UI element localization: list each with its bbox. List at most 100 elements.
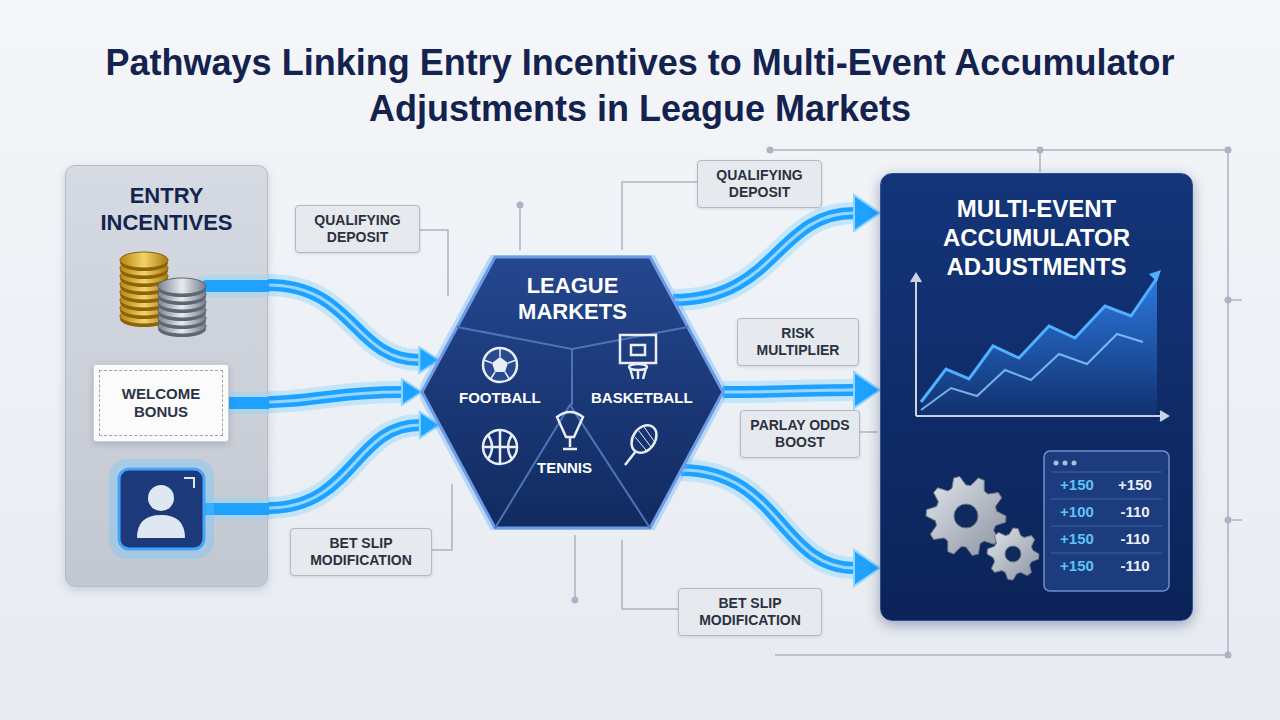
arrow-highlight bbox=[268, 285, 419, 360]
edge-tag: BET SLIP MODIFICATION bbox=[290, 528, 432, 576]
flow-stub bbox=[206, 275, 269, 297]
odds-value: -110 bbox=[1120, 530, 1149, 548]
incentive-panel: ENTRY INCENTIVES WELCOME BONUS bbox=[65, 165, 268, 587]
flow-stub bbox=[229, 397, 269, 409]
basketball-icon bbox=[483, 430, 517, 464]
card-dots bbox=[1054, 461, 1077, 466]
arrow-highlight bbox=[681, 470, 854, 568]
odds-card bbox=[1044, 451, 1169, 591]
user-head bbox=[148, 485, 174, 511]
leader-line bbox=[860, 431, 877, 433]
node-text: TENNIS bbox=[537, 459, 592, 477]
odds-value: -110 bbox=[1120, 503, 1149, 521]
arrow-highlight bbox=[229, 392, 402, 403]
flow-arrow bbox=[673, 195, 880, 300]
arrow-head bbox=[402, 379, 422, 405]
flow-arrow bbox=[681, 470, 880, 586]
hoop-icon bbox=[620, 335, 656, 379]
divider-line bbox=[571, 349, 573, 405]
market-hexagon: LEAGUE MARKETS FOOTBALL BASKETBALL TENNIS bbox=[420, 255, 725, 530]
chart-axes bbox=[911, 274, 1168, 421]
node-text: BASKETBALL bbox=[591, 389, 693, 407]
gear-icons bbox=[926, 477, 1039, 581]
chart-arrow bbox=[1149, 270, 1161, 282]
leader-line bbox=[574, 535, 576, 600]
gear-hole bbox=[954, 504, 978, 528]
leader-line bbox=[420, 230, 448, 296]
arrow-line bbox=[268, 425, 420, 508]
flow-stub bbox=[229, 392, 269, 414]
arrow-glow bbox=[681, 470, 854, 568]
flow-arrow bbox=[268, 285, 439, 373]
leader-line bbox=[519, 205, 521, 250]
icon-corner bbox=[184, 478, 194, 488]
edge-tag: BET SLIP MODIFICATION bbox=[678, 588, 822, 636]
arrow-glow bbox=[268, 425, 420, 508]
racquet-icon bbox=[625, 420, 662, 465]
junction-dot bbox=[767, 147, 774, 154]
divider-line bbox=[457, 327, 688, 349]
user-body bbox=[137, 515, 185, 538]
tennis-icon bbox=[557, 412, 583, 449]
bonus-ticket: WELCOME BONUS bbox=[93, 364, 229, 442]
gear-hole bbox=[1005, 546, 1021, 562]
sport-zone: BASKETBALL bbox=[587, 387, 697, 409]
leader-line bbox=[622, 182, 697, 250]
card-rows bbox=[1051, 472, 1162, 553]
arrow-line bbox=[723, 390, 854, 392]
edge-tag: RISK MULTIPLIER bbox=[737, 318, 859, 366]
icon-glow bbox=[113, 463, 210, 555]
flow-arrow bbox=[268, 412, 440, 508]
arrow-glow bbox=[229, 392, 402, 403]
junction-dot bbox=[517, 202, 524, 209]
arrow-highlight bbox=[723, 390, 854, 392]
arrow-highlight bbox=[268, 425, 420, 508]
leader-line bbox=[432, 484, 452, 550]
node-text: FOOTBALL bbox=[459, 389, 541, 407]
sport-zone: TENNIS bbox=[533, 457, 596, 479]
junction-dot bbox=[572, 597, 579, 604]
junction-dot bbox=[1225, 652, 1232, 659]
callout-tag: PARLAY ODDS BOOST bbox=[740, 410, 860, 458]
chart-line bbox=[921, 334, 1143, 410]
arrow-line bbox=[681, 470, 854, 568]
node-text: LEAGUE MARKETS bbox=[498, 273, 648, 325]
arrow-line bbox=[229, 392, 402, 403]
football-icon bbox=[483, 348, 517, 382]
gear bbox=[926, 477, 1006, 556]
arrow-line bbox=[673, 213, 854, 300]
arrow-head bbox=[854, 372, 880, 408]
arrow-head bbox=[854, 550, 880, 586]
node-text: MULTI-EVENT ACCUMULATOR ADJUSTMENTS bbox=[902, 194, 1172, 281]
flow-arrow bbox=[723, 372, 880, 408]
arrow-highlight bbox=[673, 213, 854, 300]
sport-zone: FOOTBALL bbox=[455, 387, 545, 409]
junction-dot bbox=[1225, 147, 1232, 154]
junction-dot bbox=[1225, 517, 1232, 524]
hexagon-glow bbox=[422, 257, 723, 528]
frame-line bbox=[770, 150, 1228, 655]
arrow-glow bbox=[723, 390, 854, 392]
odds-value: +150 bbox=[1060, 476, 1094, 494]
diagram-title: Pathways Linking Entry Incentives to Mul… bbox=[65, 40, 1215, 132]
odds-value: +100 bbox=[1060, 503, 1094, 521]
coin bbox=[120, 252, 168, 268]
arrow-glow bbox=[268, 285, 419, 360]
node-text: WELCOME BONUS bbox=[110, 385, 212, 421]
user-icon bbox=[119, 469, 204, 549]
arrow-line bbox=[268, 285, 419, 360]
arrow-glow bbox=[673, 213, 854, 300]
edge-tag: QUALIFYING DEPOSIT bbox=[697, 160, 822, 208]
junction-dot bbox=[1225, 297, 1232, 304]
coin bbox=[158, 278, 206, 294]
leader-line bbox=[622, 540, 678, 609]
arrow-head bbox=[854, 195, 880, 231]
junction-dot bbox=[1037, 147, 1044, 154]
coin-stacks bbox=[120, 252, 206, 337]
divider-line bbox=[495, 405, 650, 528]
node-text: ENTRY INCENTIVES bbox=[77, 182, 257, 236]
odds-value: +150 bbox=[1060, 530, 1094, 548]
gear bbox=[987, 528, 1039, 580]
outcome-panel: MULTI-EVENT ACCUMULATOR ADJUSTMENTS bbox=[880, 173, 1193, 621]
